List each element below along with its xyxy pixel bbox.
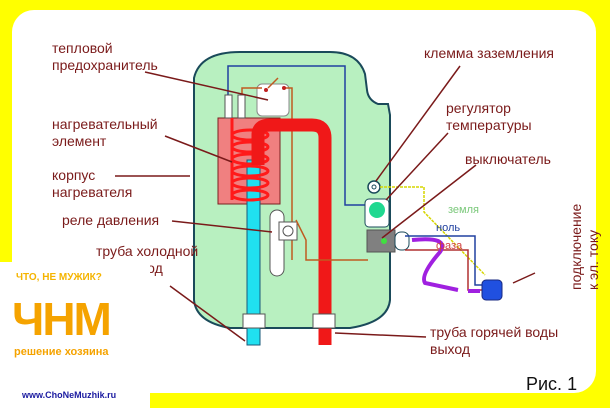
hot-pipe	[251, 118, 332, 345]
heater-terminal	[224, 94, 233, 119]
heating-coil	[230, 118, 270, 202]
logo-title: ЧНМ	[12, 293, 112, 345]
figure-label: Рис. 1	[526, 374, 578, 394]
power-plug	[481, 279, 503, 301]
blue-wire-top	[227, 65, 365, 206]
cold-fitting	[242, 313, 266, 329]
label-ground-terminal: клемма заземления	[424, 45, 554, 61]
pressure-relay-gauge	[278, 221, 298, 241]
logo-tagline: ЧТО, НЕ МУЖИК?	[16, 272, 102, 283]
pressure-relay-body	[269, 209, 285, 277]
power-cord	[411, 237, 480, 293]
label-pressure-relay: реле давления	[62, 212, 160, 228]
label-earth-wire: земля	[448, 204, 479, 216]
logo-url[interactable]: www.ChoNeMuzhik.ru	[22, 390, 117, 400]
label-neutral-wire: ноль	[436, 222, 461, 234]
phase-wire	[405, 249, 482, 291]
label-phase-wire: фаза	[436, 240, 463, 252]
heater-terminal	[237, 94, 246, 119]
ground-terminal	[367, 180, 381, 194]
site-logo: ЧТО, НЕ МУЖИК? ЧНМ решение хозяина www.C…	[0, 262, 150, 408]
label-switch: выключатель	[465, 151, 551, 167]
logo-subtitle: решение хозяина	[14, 346, 109, 358]
earth-wire	[380, 186, 486, 276]
hot-fitting	[312, 313, 336, 329]
